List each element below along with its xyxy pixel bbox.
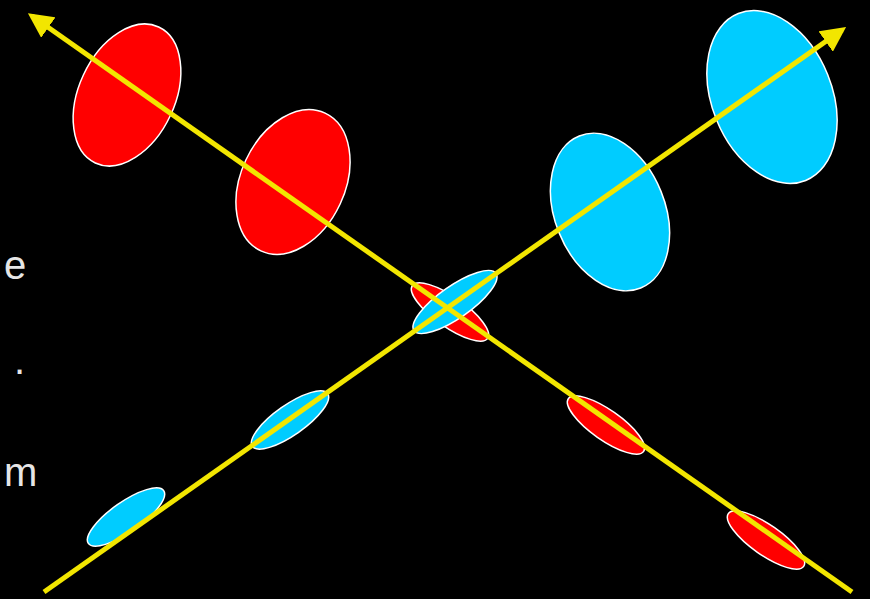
cyan-wave-ellipses xyxy=(80,0,862,556)
red-ellipse xyxy=(720,501,813,578)
slide-text-fragment: e xyxy=(4,245,26,285)
red-ellipse xyxy=(52,7,202,184)
slide-text-fragment: . xyxy=(14,340,25,380)
propagation-arrow xyxy=(44,30,842,592)
cyan-ellipse xyxy=(528,115,691,308)
propagation-arrow xyxy=(32,16,852,592)
red-wave-ellipses xyxy=(52,7,812,579)
cyan-ellipse xyxy=(80,478,173,555)
slide-text-fragment: m xyxy=(4,452,37,492)
cyan-ellipse xyxy=(683,0,862,203)
red-ellipse xyxy=(214,91,372,273)
